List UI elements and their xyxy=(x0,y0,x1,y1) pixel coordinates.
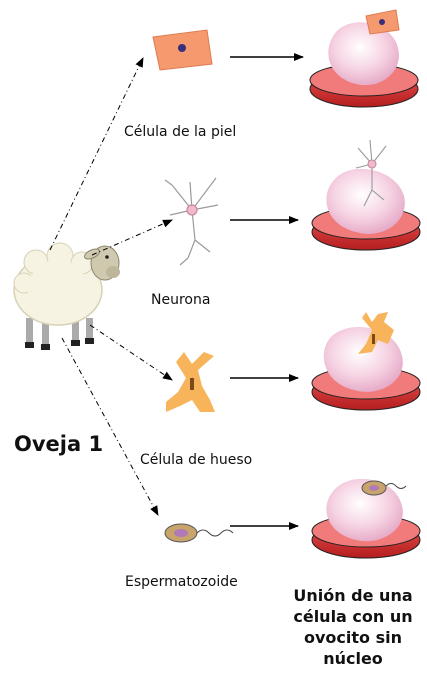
arrow-to-neuron xyxy=(92,220,172,255)
sheep-label: Oveja 1 xyxy=(14,432,103,456)
sperm-label: Espermatozoide xyxy=(125,574,238,590)
skin-cell xyxy=(153,30,212,70)
petri-dish-skin xyxy=(310,10,418,107)
result-label: Unión de una célula con un ovocito sin n… xyxy=(292,585,414,669)
sperm-cell xyxy=(165,524,233,542)
arrow-to-skin xyxy=(50,58,143,250)
skin-cell-label: Célula de la piel xyxy=(124,124,236,140)
petri-dish-bone xyxy=(312,312,420,410)
result-label-line-4: núcleo xyxy=(292,648,414,669)
arrow-to-bone xyxy=(90,325,172,380)
petri-dish-sperm xyxy=(312,479,420,558)
bone-cell xyxy=(166,352,215,412)
arrow-to-sperm xyxy=(62,338,158,515)
petri-dish-neuron xyxy=(312,140,420,250)
neuron-cell xyxy=(165,178,218,265)
result-label-line-2: célula con un xyxy=(292,606,414,627)
result-label-line-1: Unión de una xyxy=(292,585,414,606)
neuron-label: Neurona xyxy=(151,292,210,308)
result-label-line-3: ovocito sin xyxy=(292,627,414,648)
bone-cell-label: Célula de hueso xyxy=(140,452,252,468)
